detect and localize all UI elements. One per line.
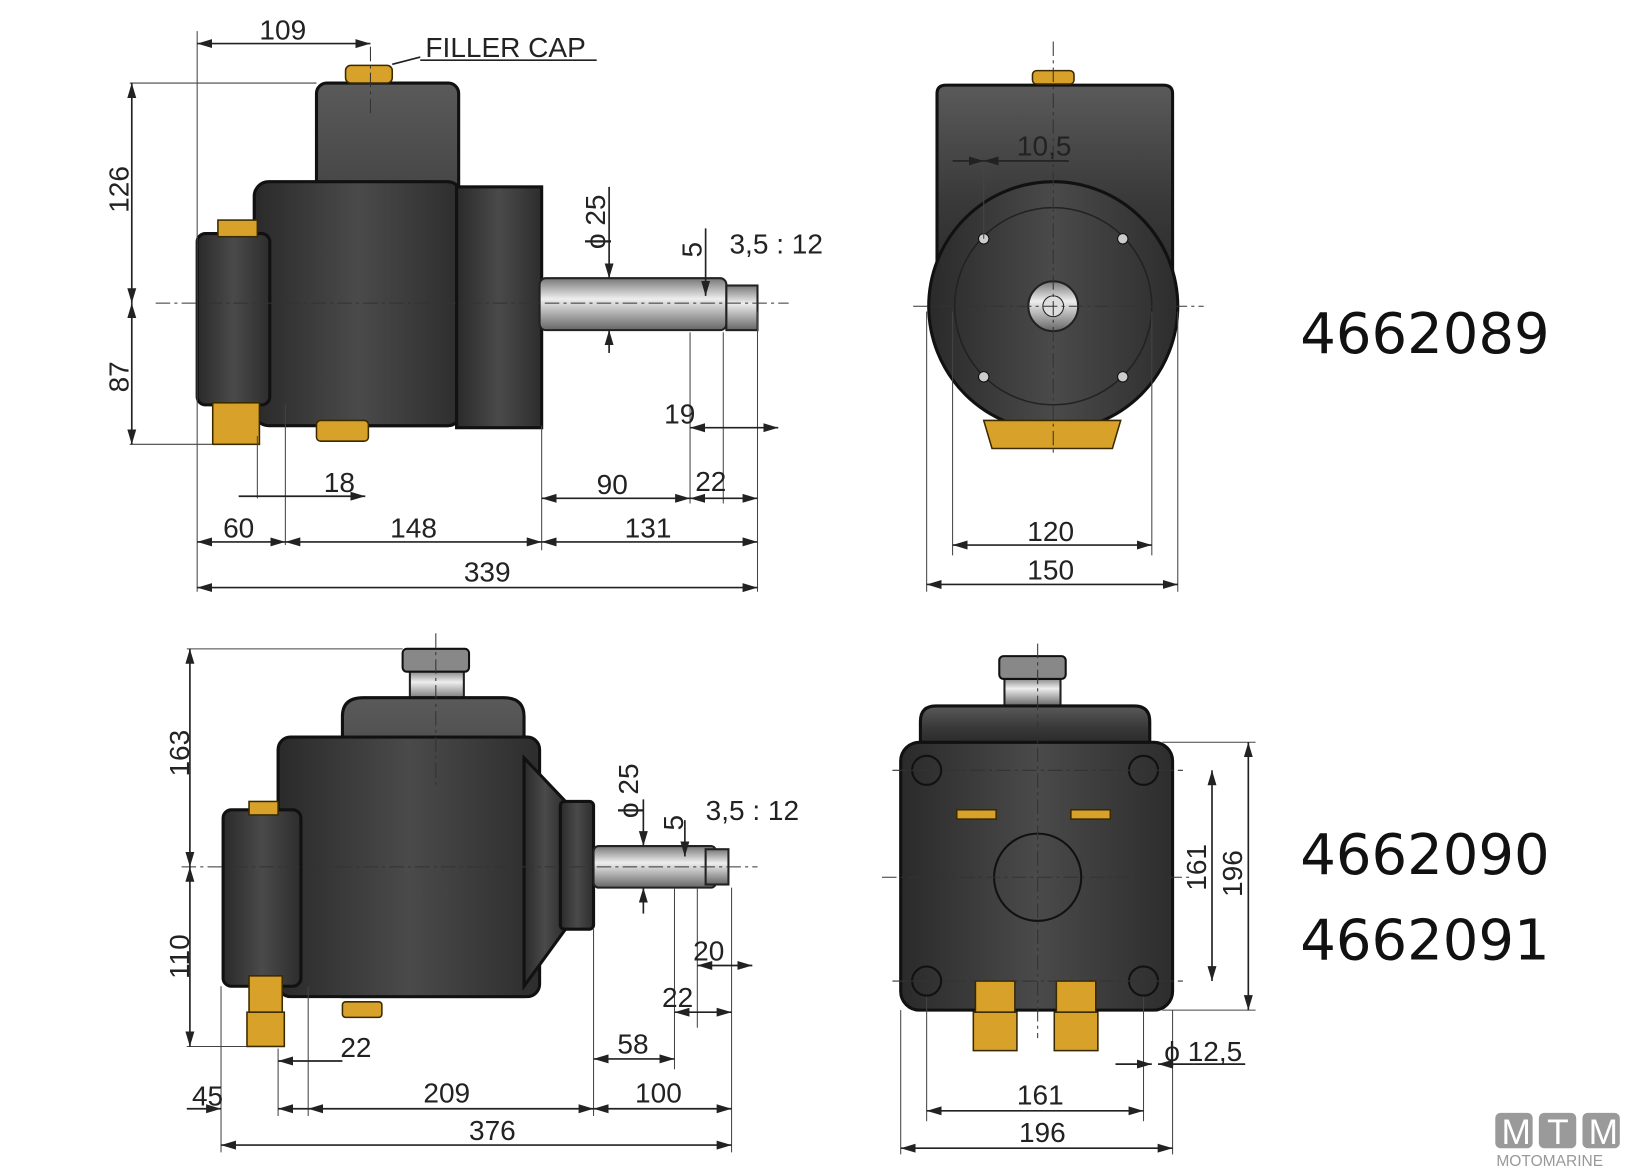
dim-18: 18	[324, 467, 355, 498]
svg-text:MOTOMARINE: MOTOMARINE	[1496, 1153, 1603, 1170]
dim-22: 22	[695, 466, 726, 497]
dim-100: 100	[635, 1078, 682, 1109]
dim-196-v: 196	[1217, 850, 1248, 897]
dim-10-5: 10,5	[1017, 131, 1072, 162]
dim-60: 60	[223, 513, 254, 544]
dim-5-b: 5	[658, 815, 689, 831]
dim-163: 163	[164, 730, 195, 777]
dim-phi25: ϕ 25	[580, 195, 611, 250]
svg-text:T: T	[1547, 1113, 1569, 1152]
dim-339: 339	[464, 556, 511, 587]
dim-161-v: 161	[1181, 844, 1212, 891]
dim-58: 58	[617, 1029, 648, 1060]
side-view-4662090-4662091: 163 110 ϕ 25 5 3,5 : 12 20 22 58 22 100 …	[164, 633, 799, 1153]
dim-taper-b: 3,5 : 12	[706, 795, 799, 826]
mtm-motomarine-logo: M T M MOTOMARINE	[1495, 1112, 1620, 1170]
part-number-4662089: 4662089	[1300, 302, 1549, 367]
front-view-4662089: 10,5 120 150	[913, 41, 1204, 592]
dim-19: 19	[664, 399, 695, 430]
dim-209: 209	[423, 1078, 470, 1109]
front-view-4662090-4662091: 161 196 ϕ 12,5 161 196	[882, 643, 1256, 1155]
dim-phi12-5: ϕ 12,5	[1164, 1036, 1242, 1067]
side-view-4662089: 109 FILLER CAP 126 87 ϕ 25 5 3,5 : 12 19…	[104, 14, 823, 593]
dim-taper: 3,5 : 12	[729, 228, 822, 259]
dim-376: 376	[469, 1115, 516, 1146]
dim-131: 131	[625, 513, 672, 544]
part-number-4662091: 4662091	[1300, 908, 1549, 973]
dim-109: 109	[259, 14, 306, 45]
dim-150: 150	[1027, 554, 1074, 585]
dim-5: 5	[676, 242, 707, 258]
filler-cap-label: FILLER CAP	[425, 32, 585, 63]
dim-45: 45	[192, 1081, 223, 1112]
dim-22-a: 22	[662, 982, 693, 1013]
dim-20: 20	[693, 935, 724, 966]
dim-phi25-b: ϕ 25	[613, 763, 644, 818]
dim-196-h: 196	[1019, 1117, 1066, 1148]
dim-110: 110	[164, 934, 195, 979]
dim-148: 148	[390, 513, 437, 544]
part-number-4662090: 4662090	[1300, 823, 1549, 888]
dim-87: 87	[104, 361, 135, 392]
svg-text:M: M	[1502, 1113, 1531, 1152]
dim-90: 90	[597, 469, 628, 500]
dim-126: 126	[104, 166, 135, 213]
dim-120: 120	[1027, 516, 1074, 547]
svg-text:M: M	[1589, 1113, 1618, 1152]
dim-22-b: 22	[340, 1032, 371, 1063]
dim-161-h: 161	[1017, 1080, 1064, 1111]
